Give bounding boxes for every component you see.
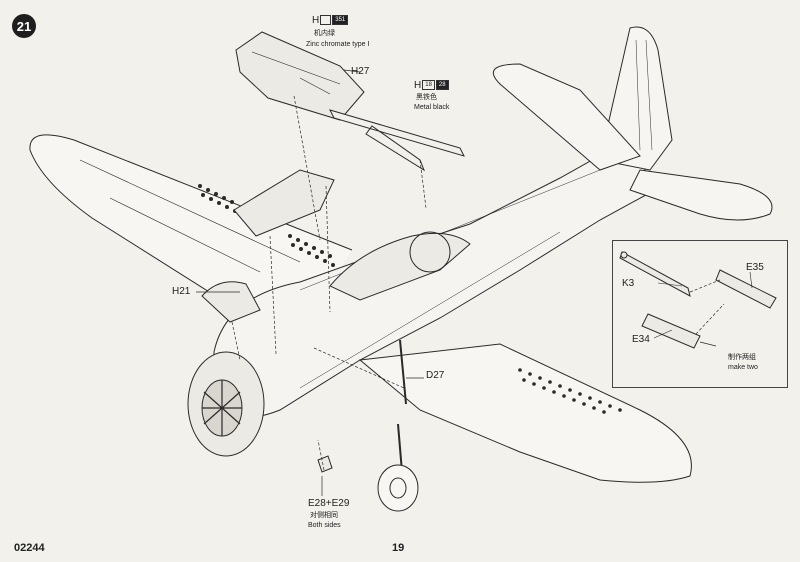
inset-part-e35 xyxy=(715,269,777,309)
part-d27 xyxy=(399,339,407,405)
page-number: 19 xyxy=(392,542,405,554)
part-h27 xyxy=(235,31,365,121)
part-label-h21: H21 xyxy=(172,286,191,297)
h27-paint-name-cn: 机内绿 xyxy=(314,30,335,37)
canopy xyxy=(329,232,471,301)
h27-paint-letter: H xyxy=(312,15,320,26)
inset-box xyxy=(612,240,788,388)
part-label-d27: D27 xyxy=(426,370,445,381)
part-top-hatch xyxy=(233,169,335,237)
right-wing xyxy=(358,343,692,483)
gun-paint-name-en: Metal black xyxy=(414,104,450,111)
right-wing-flap-holes xyxy=(518,368,622,414)
part-e28-e29 xyxy=(317,455,333,473)
h27-paint-chip: 351 xyxy=(332,15,349,26)
right-stabilizer xyxy=(629,169,773,221)
main-gear-strut xyxy=(397,423,403,473)
rear-gun-ring xyxy=(409,231,451,273)
part-guns xyxy=(329,109,465,172)
h27-blank-chip xyxy=(320,15,332,26)
inset-note-cn: 制作两组 xyxy=(728,354,756,361)
left-stabilizer xyxy=(492,63,641,171)
step-number-badge: 21 xyxy=(12,14,36,38)
inset-part-e34 xyxy=(641,313,701,349)
part-label-h27: H27 xyxy=(351,66,370,77)
inset-label-e34: E34 xyxy=(632,334,650,345)
main-wheel xyxy=(377,464,419,512)
part-label-e28-e29: E28+E29 xyxy=(308,498,350,509)
gun-paint-letter: H xyxy=(414,80,422,91)
left-wing-flap-holes xyxy=(198,184,335,267)
h27-paint-name-en: Zinc chromate type Ⅰ xyxy=(306,41,370,48)
inset-label-e35: E35 xyxy=(746,262,764,273)
kit-code: 02244 xyxy=(14,542,45,554)
left-wing xyxy=(29,134,353,331)
inset-note-en: make two xyxy=(728,364,758,371)
gun-paint-name-cn: 黑铁色 xyxy=(416,94,437,101)
e28-note-cn: 对侧相同 xyxy=(310,512,338,519)
inset-label-k3: K3 xyxy=(622,278,635,289)
e28-note-en: Both sides xyxy=(308,522,341,529)
h27-paint-callout: H 351 xyxy=(312,15,349,26)
engine-cylinders xyxy=(202,380,242,436)
inset-parts-drawing xyxy=(619,251,777,349)
gun-paint-chip-1: 18 xyxy=(422,80,435,91)
gun-paint-chip-2: 28 xyxy=(435,80,449,91)
